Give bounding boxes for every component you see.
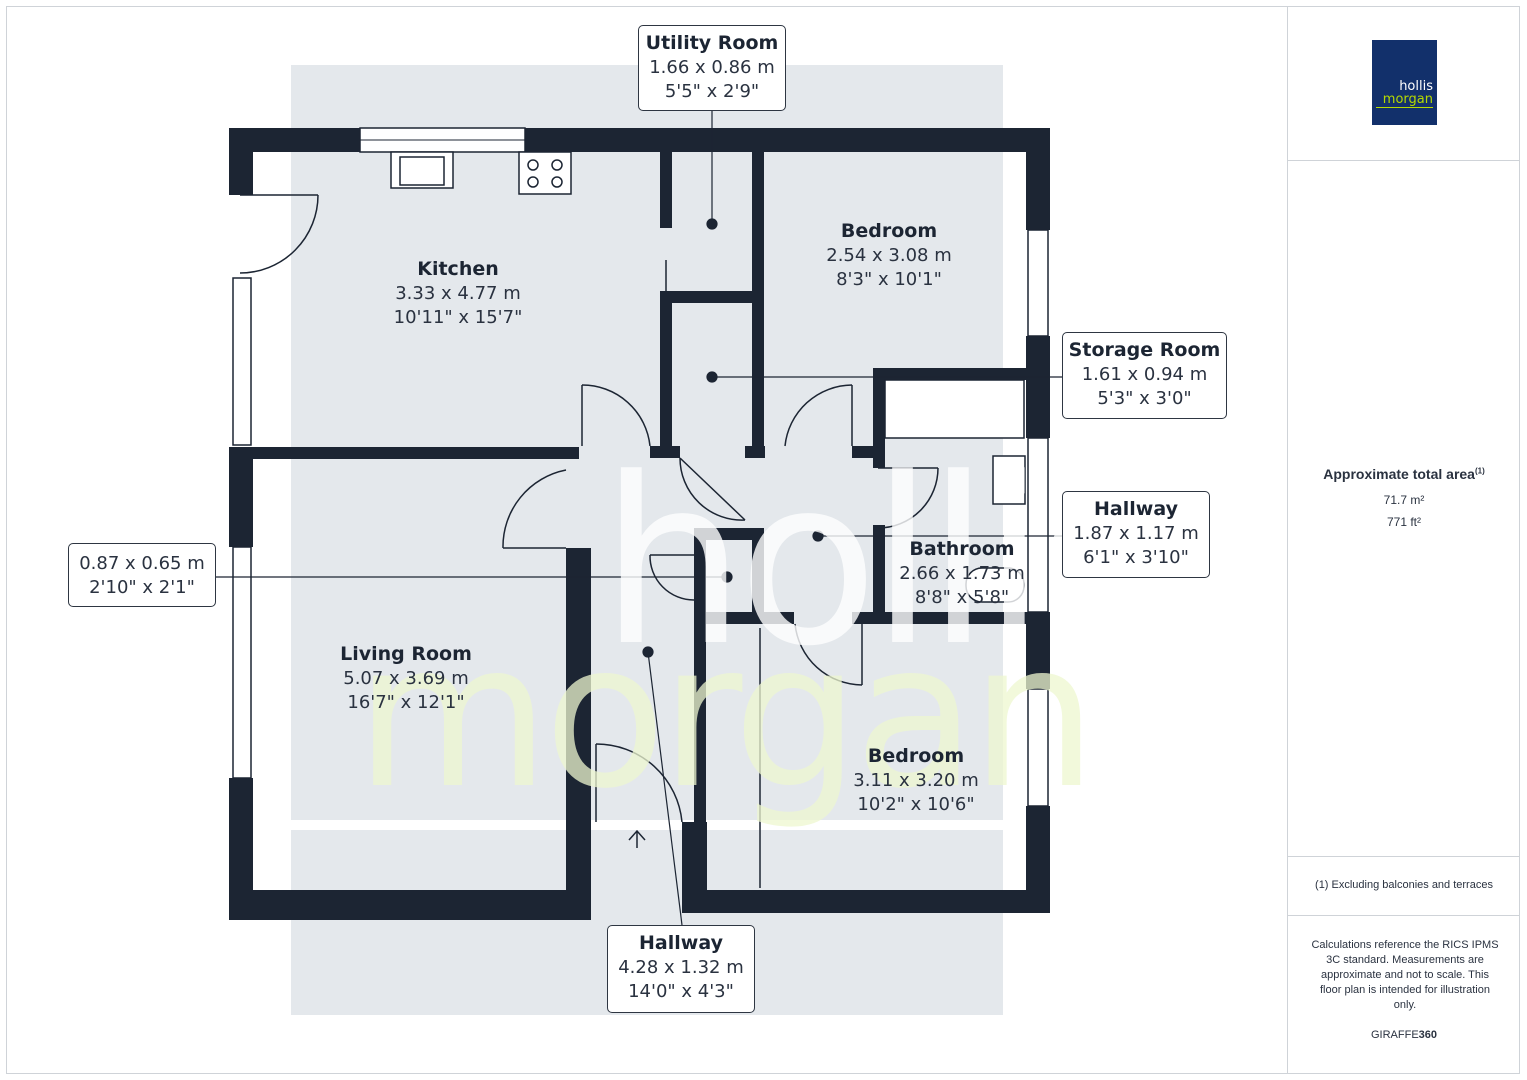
room-imperial: 2'10" x 2'1" [89,577,195,598]
room-metric: 2.54 x 3.08 m [826,245,952,266]
sidebar-divider-bottom [1288,915,1520,916]
callout-storage-room: Storage Room 1.61 x 0.94 m 5'3" x 3'0" [1062,332,1227,419]
entrance-arrow-icon [628,829,646,848]
area-footnote: (1) Excluding balconies and terraces [1315,879,1493,891]
logo-underline [1376,107,1433,108]
callout-hallway-small: Hallway 1.87 x 1.17 m 6'1" x 3'10" [1062,491,1210,578]
logo-line-2: morgan [1382,92,1433,107]
room-metric: 3.11 x 3.20 m [853,770,979,791]
room-metric: 5.07 x 3.69 m [343,668,469,689]
page-frame [6,6,1520,1074]
room-imperial: 5'5" x 2'9" [664,81,760,102]
room-imperial: 16'7" x 12'1" [347,692,465,713]
giraffe360-brand: GIRAFFE360 [1288,1029,1520,1041]
room-name: Bathroom [909,538,1015,560]
leader-lines [216,110,1062,926]
room-imperial: 14'0" x 4'3" [628,981,734,1002]
room-name: Hallway [1094,498,1178,520]
room-label-bedroom-2: Bedroom 3.11 x 3.20 m 10'2" x 10'6" [853,743,979,817]
door-swings [239,194,939,823]
room-metric: 1.66 x 0.86 m [649,57,775,78]
room-name: Bedroom [840,220,938,242]
room-name: Kitchen [417,258,499,280]
room-name: Utility Room [645,32,779,54]
calculation-note: Calculations reference the RICS IPMS 3C … [1311,939,1499,1011]
brand-part-b: 360 [1418,1029,1438,1041]
sidebar-divider-mid [1288,856,1520,857]
walls [229,127,1050,920]
room-imperial: 8'8" x 5'8" [914,587,1010,608]
watermark-bottom: morgan [355,600,1097,833]
area-note-mark: (1) [1474,466,1485,476]
room-metric: 4.28 x 1.32 m [618,957,744,978]
callout-utility-room: Utility Room 1.66 x 0.86 m 5'5" x 2'9" [638,25,786,111]
room-metric: 2.66 x 1.73 m [899,563,1025,584]
room-metric: 0.87 x 0.65 m [79,553,205,574]
room-metric: 3.33 x 4.77 m [395,283,521,304]
room-metric: 1.87 x 1.17 m [1073,523,1199,544]
room-imperial: 5'3" x 3'0" [1097,388,1192,409]
room-label-kitchen: Kitchen 3.33 x 4.77 m 10'11" x 15'7" [394,256,523,330]
hollis-morgan-logo: hollis morgan [1372,40,1437,125]
area-metric: 71.7 m² [1383,493,1425,507]
logo-line-1: hollis [1399,79,1433,94]
callout-cupboard: 0.87 x 0.65 m 2'10" x 2'1" [68,543,216,607]
area-title: Approximate total area(1) [1288,466,1520,482]
room-imperial: 10'2" x 10'6" [857,794,975,815]
room-name: Hallway [639,932,723,954]
area-imperial: 771 ft² [1386,515,1422,529]
sidebar-divider-top [1288,160,1520,161]
area-title-text: Approximate total area [1323,466,1475,482]
room-imperial: 10'11" x 15'7" [393,307,523,328]
room-metric: 1.61 x 0.94 m [1081,364,1208,385]
fixtures [390,151,1026,888]
room-label-living-room: Living Room 5.07 x 3.69 m 16'7" x 12'1" [340,641,472,715]
room-name: Living Room [340,643,472,665]
room-name: Bedroom [867,745,965,767]
brand-part-a: GIRAFFE [1370,1029,1419,1041]
room-name: Storage Room [1068,339,1221,361]
room-imperial: 8'3" x 10'1" [836,269,942,290]
callout-hallway-main: Hallway 4.28 x 1.32 m 14'0" x 4'3" [607,925,755,1013]
sidebar-divider [1287,6,1288,1074]
room-label-bedroom-1: Bedroom 2.54 x 3.08 m 8'3" x 10'1" [826,218,952,292]
room-label-bathroom: Bathroom 2.66 x 1.73 m 8'8" x 5'8" [899,536,1025,610]
room-imperial: 6'1" x 3'10" [1083,547,1189,568]
